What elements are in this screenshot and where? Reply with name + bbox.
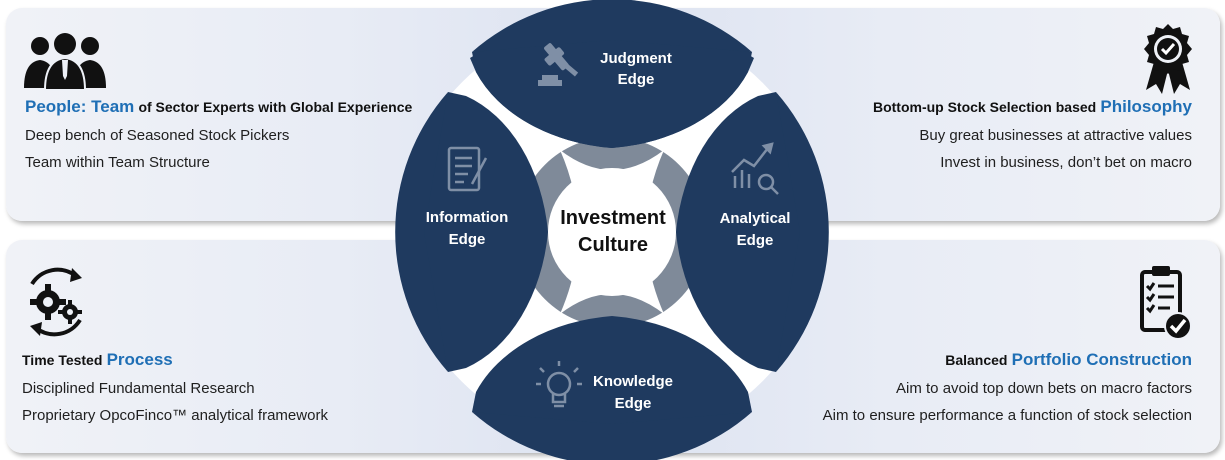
judgment-segment-fill xyxy=(472,28,752,148)
information-segment-fill xyxy=(412,92,548,372)
people-bullet-1: Deep bench of Seasoned Stock Pickers xyxy=(25,127,290,144)
portfolio-heading-prefix: Balanced xyxy=(945,352,1008,368)
checklist-clipboard-icon xyxy=(1138,264,1194,347)
process-heading: Time Tested Process xyxy=(22,350,173,370)
people-heading-accent: People: Team xyxy=(25,97,135,116)
process-bullet-2: Proprietary OpcoFinco™ analytical framew… xyxy=(22,407,328,424)
philosophy-bullet-2: Invest in business, don’t bet on macro xyxy=(940,154,1192,171)
knowledge-label-line1: Knowledge xyxy=(593,373,673,390)
award-badge-icon xyxy=(1140,22,1196,101)
judgment-segment-cap xyxy=(472,0,752,52)
people-heading-rest: of Sector Experts with Global Experience xyxy=(138,99,413,115)
process-heading-accent: Process xyxy=(106,350,173,369)
philosophy-heading: Bottom-up Stock Selection based Philosop… xyxy=(873,97,1192,117)
knowledge-segment-fill xyxy=(472,316,752,436)
information-segment-cap xyxy=(395,92,448,372)
gears-cycle-icon xyxy=(20,264,92,345)
philosophy-heading-prefix: Bottom-up Stock Selection based xyxy=(872,99,1097,115)
analytical-label-line2: Edge xyxy=(737,232,774,249)
analytical-segment-cap xyxy=(776,92,829,372)
team-people-icon xyxy=(20,32,110,97)
center-label-line1: Investment xyxy=(560,207,666,229)
knowledge-label-line2: Edge xyxy=(615,395,652,412)
chart-magnifier-icon xyxy=(731,142,779,195)
portfolio-bullet-2: Aim to ensure performance a function of … xyxy=(822,407,1192,424)
portfolio-bullet-1: Aim to avoid top down bets on macro fact… xyxy=(896,380,1192,397)
philosophy-bullet-1: Buy great businesses at attractive value… xyxy=(919,127,1192,144)
gavel-icon xyxy=(538,43,579,86)
judgment-label-line2: Edge xyxy=(618,71,655,88)
process-heading-prefix: Time Tested xyxy=(22,352,103,368)
analytical-label-line1: Analytical xyxy=(720,210,791,227)
information-label-line2: Edge xyxy=(449,231,486,248)
lightbulb-icon xyxy=(536,361,582,408)
people-heading: People: Team of Sector Experts with Glob… xyxy=(25,97,412,117)
center-label-line2: Culture xyxy=(578,234,648,256)
knowledge-segment-cap xyxy=(472,412,752,460)
process-bullet-1: Disciplined Fundamental Research xyxy=(22,380,255,397)
information-label-line1: Information xyxy=(426,209,509,226)
judgment-label-line1: Judgment xyxy=(600,50,672,67)
people-bullet-2: Team within Team Structure xyxy=(25,154,210,171)
portfolio-heading-accent: Portfolio Construction xyxy=(1011,350,1192,369)
portfolio-heading: Balanced Portfolio Construction xyxy=(945,350,1192,370)
center-disc xyxy=(548,168,676,296)
analytical-segment-fill xyxy=(676,92,812,372)
philosophy-heading-accent: Philosophy xyxy=(1100,97,1192,116)
document-icon xyxy=(447,146,488,192)
